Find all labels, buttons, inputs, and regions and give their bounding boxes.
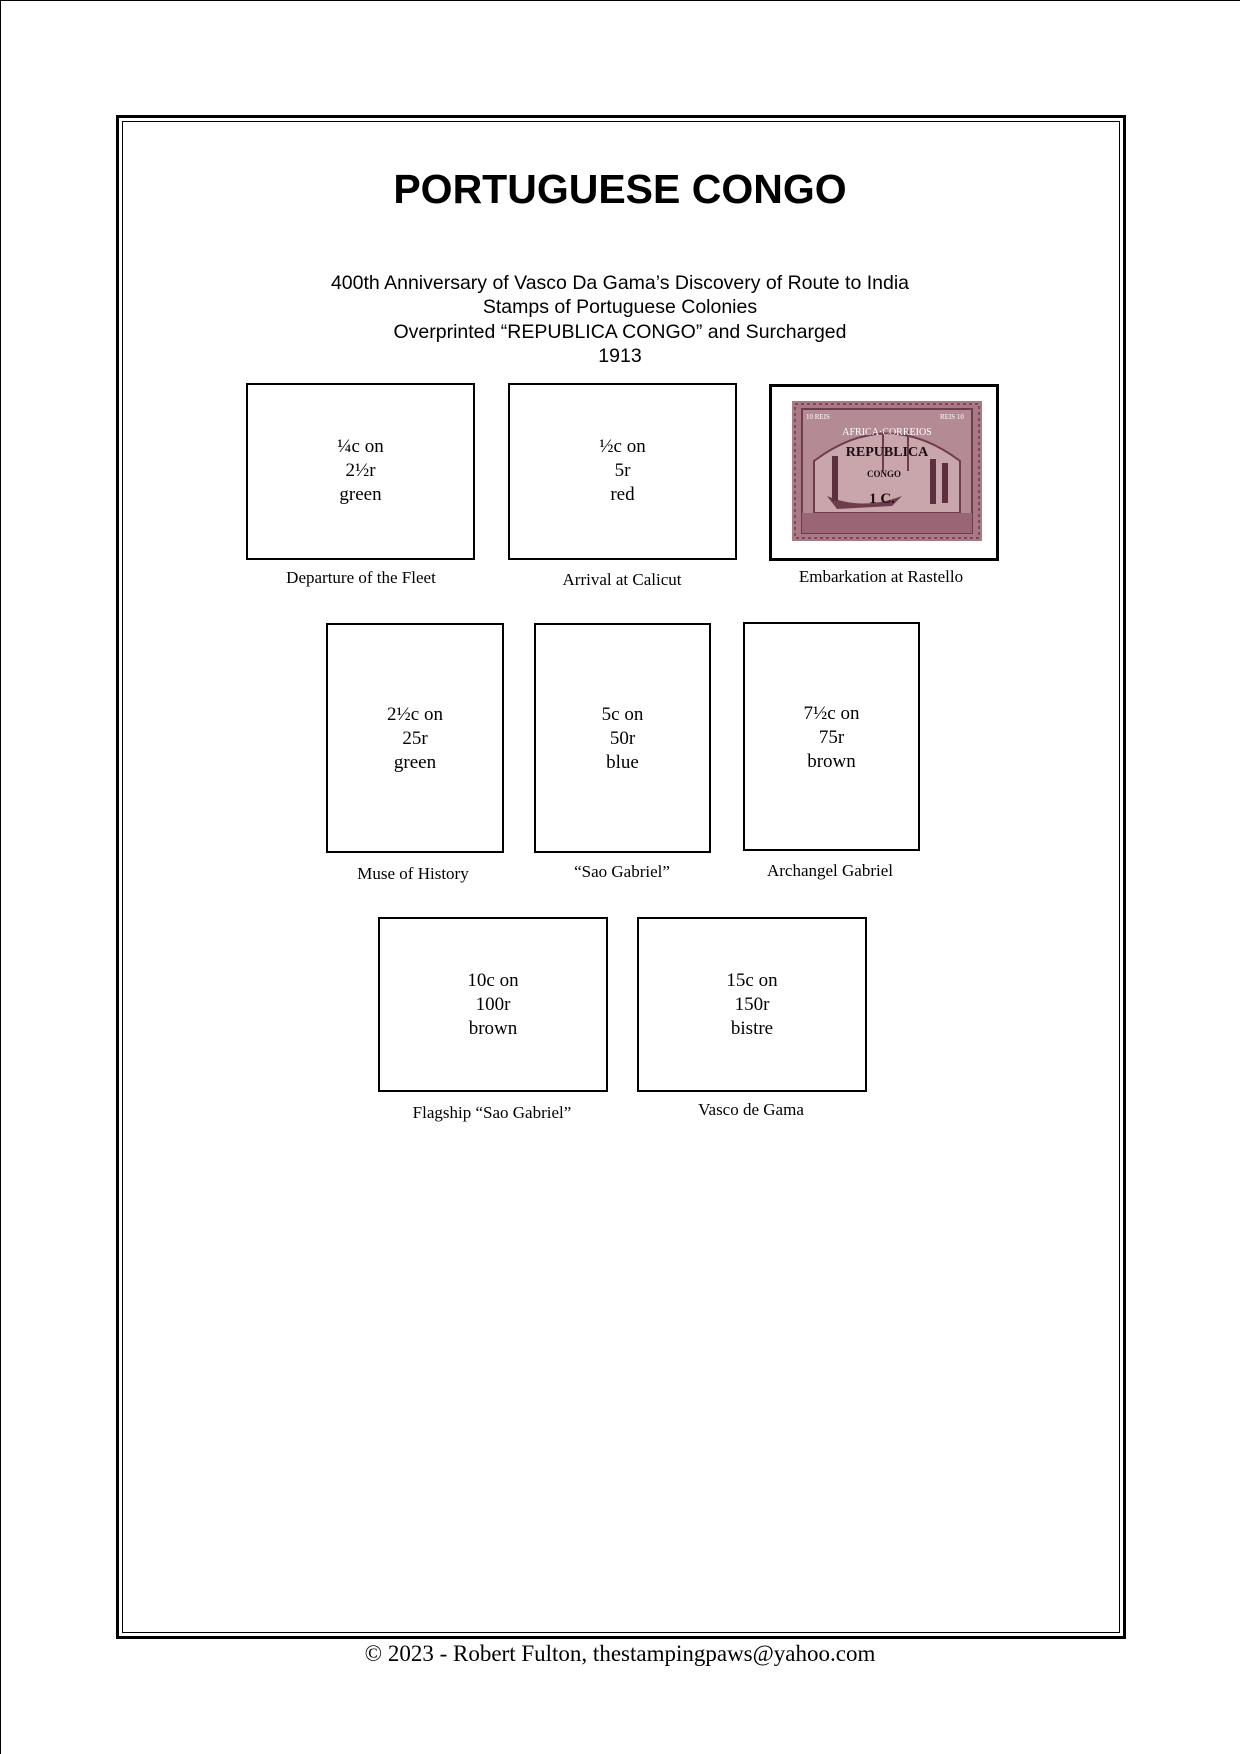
stamp-value: 50r xyxy=(609,728,636,749)
stamp-space: 10c on 100r brown xyxy=(378,917,608,1092)
page-border xyxy=(116,115,1126,1639)
stamp-caption: Embarkation at Rastello xyxy=(798,567,964,586)
stamp-space: ¼c on 2½r green xyxy=(246,383,475,560)
subtitle-line: Overprinted “REPUBLICA CONGO” and Surcha… xyxy=(393,320,847,343)
stamp-caption: Archangel Gabriel xyxy=(766,861,894,880)
stamp-value: 100r xyxy=(475,994,511,1015)
stamp-caption: Flagship “Sao Gabriel” xyxy=(412,1103,572,1122)
stamp-caption: Vasco de Gama xyxy=(698,1100,804,1119)
stamp-denomination: ½c on xyxy=(599,436,646,457)
stamp-space: 7½c on 75r brown xyxy=(743,622,920,851)
stamp-denomination: 10c on xyxy=(467,970,519,991)
copyright-footer: © 2023 - Robert Fulton, thestampingpaws@… xyxy=(364,1641,876,1666)
stamp-value: 150r xyxy=(734,994,770,1015)
stamp-color: blue xyxy=(606,752,639,773)
stamp-caption: Arrival at Calicut xyxy=(562,570,682,589)
stamp-denomination: ¼c on xyxy=(337,436,384,457)
stamp-space: 2½c on 25r green xyxy=(326,623,504,853)
stamp-top-right: REIS 10 xyxy=(940,413,964,421)
stamp-color: bistre xyxy=(730,1018,774,1039)
stamp-space-filled: 10 REIS REIS 10 AFRICA·CORREIOS REPUBLIC… xyxy=(769,384,999,561)
stamp-overprint-congo: CONGO xyxy=(867,469,901,479)
stamp-space: ½c on 5r red xyxy=(508,383,737,560)
stamp-color: green xyxy=(339,484,382,505)
stamp-space: 5c on 50r blue xyxy=(534,623,711,853)
subtitle-line: Stamps of Portuguese Colonies xyxy=(482,296,758,319)
stamp-image: 10 REIS REIS 10 AFRICA·CORREIOS REPUBLIC… xyxy=(792,401,982,541)
page-title: PORTUGUESE CONGO xyxy=(393,166,847,212)
stamp-denomination: 2½c on xyxy=(387,704,443,725)
stamp-caption: Departure of the Fleet xyxy=(286,568,436,587)
stamp-color: brown xyxy=(807,751,856,772)
stamp-space: 15c on 150r bistre xyxy=(637,917,867,1092)
stamp-value: 25r xyxy=(402,728,428,749)
stamp-color: green xyxy=(393,752,437,773)
stamp-value: 75r xyxy=(818,727,845,748)
stamp-denomination: 7½c on xyxy=(803,703,860,724)
subtitle-line: 1913 xyxy=(598,345,642,368)
stamp-color: red xyxy=(610,484,635,505)
stamp-color: brown xyxy=(468,1018,518,1039)
subtitle: 400th Anniversary of Vasco Da Gama’s Dis… xyxy=(0,271,1240,369)
stamp-caption: “Sao Gabriel” xyxy=(574,862,670,881)
stamp-value: 2½r xyxy=(345,460,376,481)
stamp-overprint-republica: REPUBLICA xyxy=(846,445,929,460)
page-border-inner xyxy=(122,121,1120,1633)
stamp-top-left: 10 REIS xyxy=(806,413,830,421)
stamp-caption: Muse of History xyxy=(357,864,469,883)
stamp-banner: AFRICA·CORREIOS xyxy=(842,427,931,438)
subtitle-line: 400th Anniversary of Vasco Da Gama’s Dis… xyxy=(330,272,910,294)
stamp-value: 5r xyxy=(614,460,631,481)
stamp-denomination: 15c on xyxy=(726,970,778,991)
stamp-denomination: 5c on xyxy=(601,704,644,725)
stamp-surcharge: 1 C. xyxy=(869,491,895,507)
